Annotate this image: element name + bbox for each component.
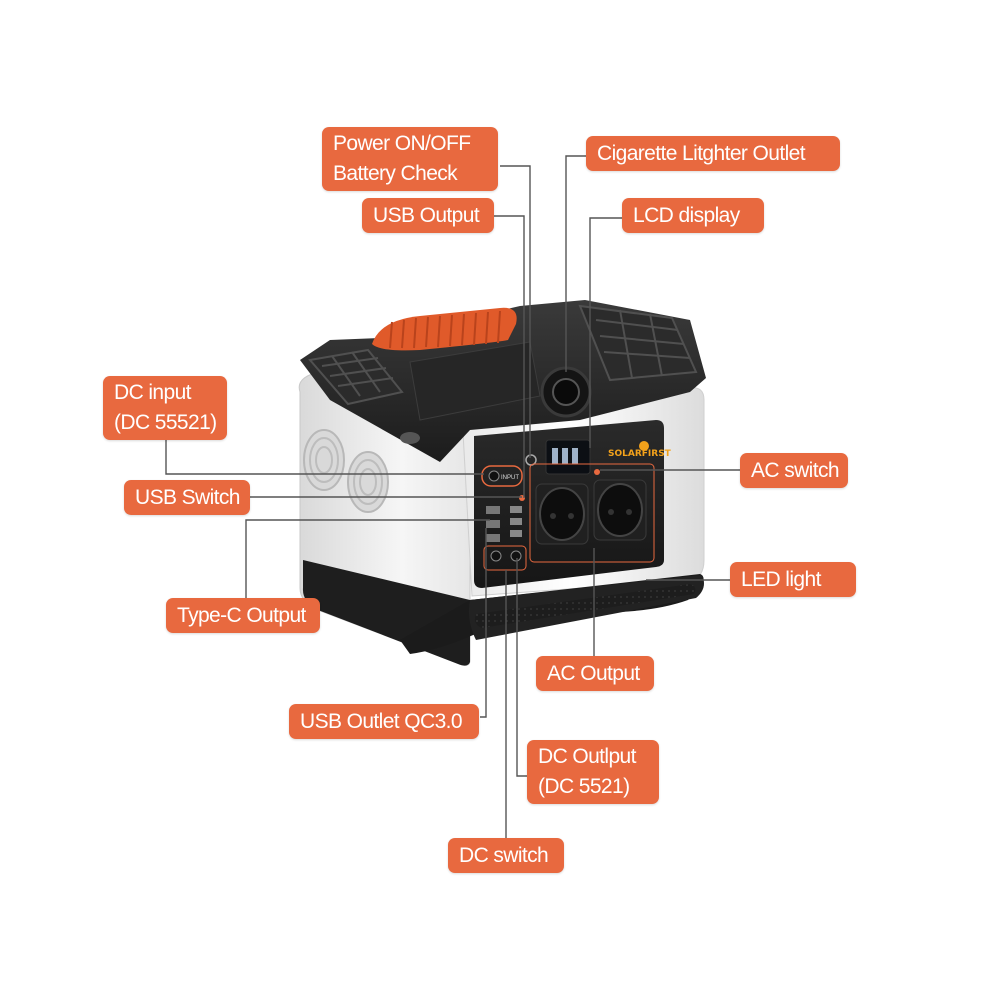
cigarette-lighter-outlet xyxy=(540,366,592,418)
label-lcd-display: LCD display xyxy=(622,198,764,233)
leader-usb-output xyxy=(493,215,525,498)
label-dc-input: DC input (DC 55521) xyxy=(103,376,227,440)
label-type-c-output: Type-C Output xyxy=(166,598,320,633)
ac-outlet-left xyxy=(535,483,589,545)
label-led-light: LED light xyxy=(730,562,856,597)
carry-handle xyxy=(372,307,517,351)
label-usb-output: USB Output xyxy=(362,198,494,233)
label-cigarette-lighter-outlet: Cigarette Litghter Outlet xyxy=(586,136,840,171)
lid-left-grid xyxy=(308,348,404,406)
lcd-digits xyxy=(552,448,578,464)
leader-power xyxy=(500,165,531,458)
dc-input-port: INPUT xyxy=(481,465,523,487)
lid-recess xyxy=(409,341,541,421)
label-power-line2: Battery Check xyxy=(333,162,458,185)
label-dc-input-line2: (DC 55521) xyxy=(114,411,217,434)
ac-switch-button xyxy=(594,469,600,475)
label-ac-output: AC Output xyxy=(536,656,654,691)
label-dc-output: DC Outlput (DC 5521) xyxy=(527,740,659,804)
dc-output-ports xyxy=(483,545,527,571)
label-power-line1: Power ON/OFF xyxy=(333,132,471,155)
label-dc-switch: DC switch xyxy=(448,838,564,873)
label-usb-switch: USB Switch xyxy=(124,480,250,515)
label-dc-input-line1: DC input xyxy=(114,381,192,404)
label-dc-output-line1: DC Outlput xyxy=(538,745,636,768)
leader-lcd xyxy=(589,217,622,448)
led-light-strip xyxy=(474,584,696,628)
leader-typec xyxy=(245,519,490,600)
leader-dc-input xyxy=(165,440,484,475)
lid-screw xyxy=(400,432,420,444)
leader-usb-qc xyxy=(480,528,487,718)
input-text: INPUT xyxy=(501,475,519,481)
leader-lines xyxy=(165,155,740,840)
leader-cigarette xyxy=(565,155,586,372)
lid-right-grid xyxy=(578,304,698,382)
ac-outlet-frame xyxy=(529,463,655,563)
label-power-battery-check: Power ON/OFF Battery Check xyxy=(322,127,498,191)
label-dc-output-line2: (DC 5521) xyxy=(538,775,630,798)
label-usb-outlet-qc3: USB Outlet QC3.0 xyxy=(289,704,479,739)
leader-dc-output xyxy=(516,558,527,777)
brand-logo-sun xyxy=(639,441,649,451)
label-ac-switch: AC switch xyxy=(740,453,848,488)
left-fan-1 xyxy=(303,429,345,491)
brand-logo: SOLARFIRST xyxy=(608,449,672,459)
left-fan-2 xyxy=(347,451,389,513)
ac-outlet-right xyxy=(593,479,647,541)
